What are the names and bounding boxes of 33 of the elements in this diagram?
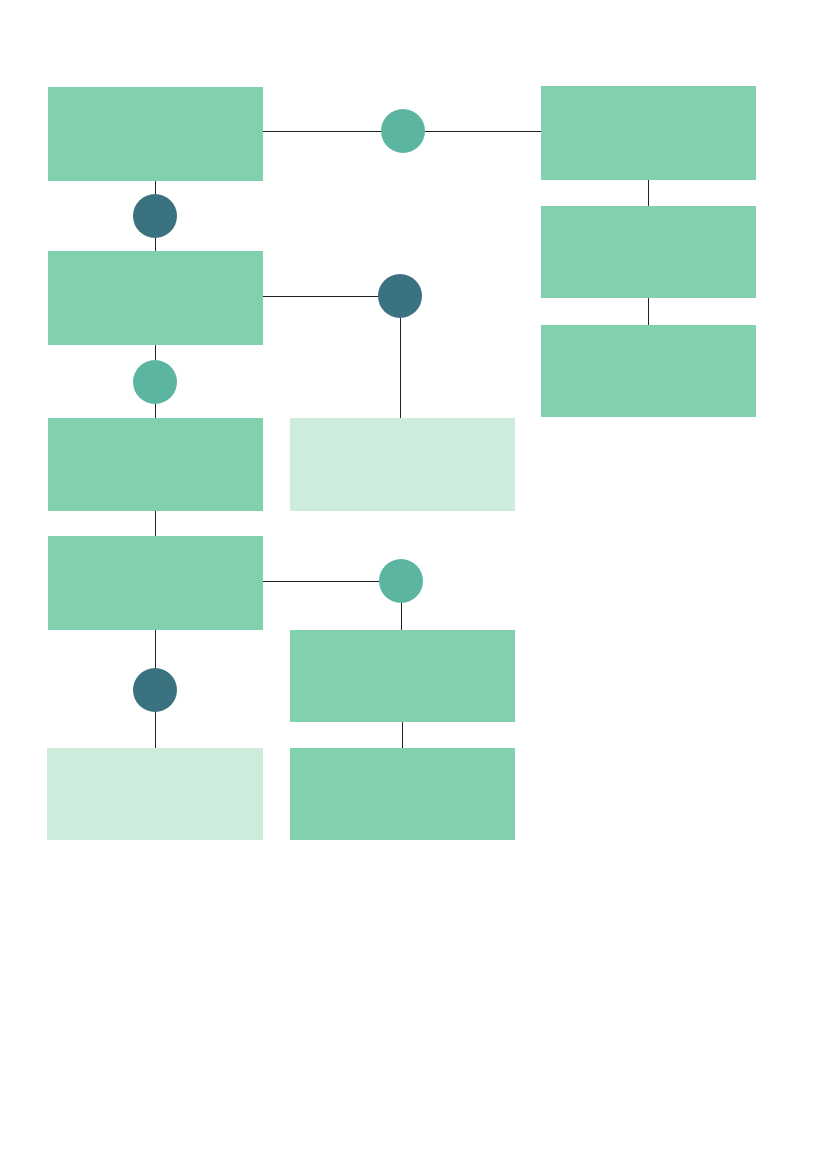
process-box bbox=[541, 206, 756, 298]
connector-circle bbox=[133, 194, 177, 238]
process-box bbox=[290, 630, 515, 722]
process-box bbox=[47, 748, 263, 840]
connector-line bbox=[155, 180, 156, 195]
process-box bbox=[541, 325, 756, 417]
connector-line bbox=[155, 629, 156, 669]
process-box bbox=[290, 748, 515, 840]
connector-line bbox=[648, 179, 649, 207]
process-box bbox=[48, 251, 263, 345]
connector-line bbox=[155, 711, 156, 749]
connector-line bbox=[155, 403, 156, 419]
connector-line bbox=[648, 297, 649, 326]
connector-circle bbox=[378, 274, 422, 318]
connector-line bbox=[155, 344, 156, 361]
connector-circle bbox=[133, 668, 177, 712]
process-box bbox=[48, 536, 263, 630]
connector-line bbox=[262, 581, 380, 582]
process-box bbox=[48, 87, 263, 181]
process-box bbox=[290, 418, 515, 511]
connector-line bbox=[155, 510, 156, 537]
connector-circle bbox=[379, 559, 423, 603]
connector-line bbox=[400, 317, 401, 419]
connector-line bbox=[155, 237, 156, 252]
connector-line bbox=[424, 131, 542, 132]
connector-circle bbox=[381, 109, 425, 153]
connector-line bbox=[402, 721, 403, 749]
connector-circle bbox=[133, 360, 177, 404]
process-box bbox=[48, 418, 263, 511]
connector-line bbox=[401, 602, 402, 631]
connector-line bbox=[262, 131, 382, 132]
process-box bbox=[541, 86, 756, 180]
connector-line bbox=[262, 296, 379, 297]
